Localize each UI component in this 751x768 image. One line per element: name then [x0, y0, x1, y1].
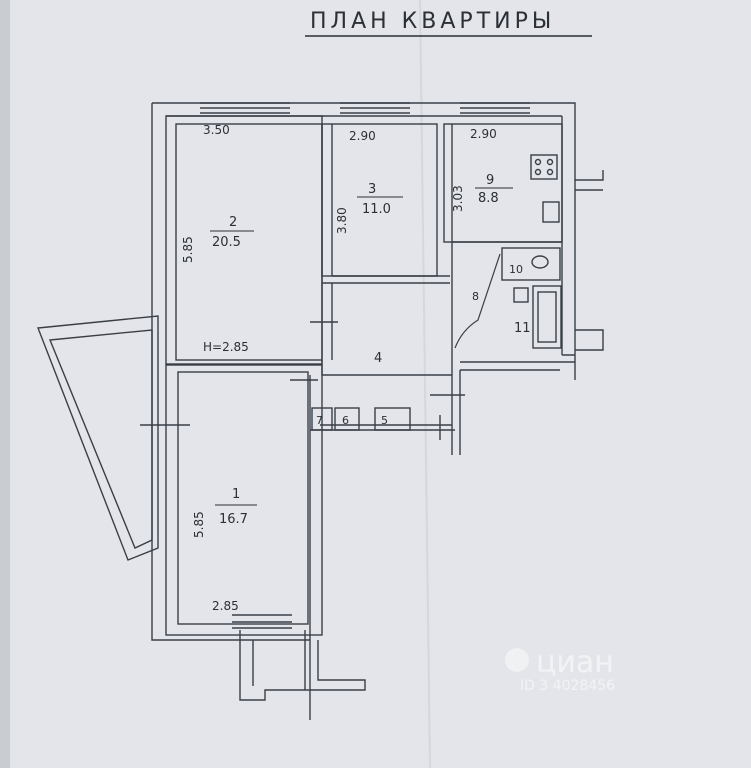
room-2-area: 20.5 [212, 235, 241, 250]
room-5-number: 5 [381, 414, 388, 427]
room-11-number: 11 [514, 321, 531, 336]
cian-logo-icon [505, 648, 529, 672]
closet-5 [374, 407, 411, 431]
stove-burner [534, 168, 542, 176]
room-6-number: 6 [342, 414, 349, 427]
washbasin [513, 287, 529, 303]
stove-burner [546, 158, 554, 166]
watermark-id: ID 3 4028456 [520, 678, 615, 694]
kitchen-sink [542, 201, 560, 223]
paper-sheet [10, 0, 751, 768]
stove [530, 154, 558, 180]
room-8-number: 8 [472, 290, 479, 303]
hall-wall-right [430, 370, 465, 455]
room-4-number: 4 [374, 351, 382, 366]
room-2-number: 2 [229, 215, 237, 230]
window-top-1 [200, 102, 290, 114]
wall-9-11 [451, 124, 562, 370]
stove-burner [546, 168, 554, 176]
room-1-area: 16.7 [219, 512, 248, 527]
room-2-length: 5.85 [181, 236, 195, 263]
bathtub [532, 285, 562, 349]
paper-fold [419, 0, 431, 768]
cian-watermark: циан ID 3 4028456 [505, 645, 615, 694]
room-1-length: 5.85 [192, 511, 206, 538]
walls [37, 102, 604, 720]
ceiling-height: H=2.85 [203, 340, 249, 354]
room-9-number: 9 [486, 173, 494, 188]
window-top-3 [460, 102, 530, 114]
room-1-width: 2.85 [212, 599, 239, 613]
window-bottom [232, 614, 292, 629]
loggia-bottom [239, 630, 366, 701]
balcony-left [37, 315, 159, 561]
bathtub-inner [537, 291, 557, 343]
door-mark [140, 321, 441, 440]
wall-3-4 [322, 124, 450, 284]
room-10-number: 10 [509, 263, 523, 276]
room-1-outline [165, 364, 323, 636]
window-top-2 [340, 102, 410, 114]
plan-title: ПЛАН КВАРТИРЫ [310, 9, 555, 34]
entrance-door-swing [454, 253, 501, 349]
room-9-length: 3.03 [451, 185, 465, 212]
stove-burner [534, 158, 542, 166]
room-1-inner [177, 371, 309, 625]
room-9-width: 2.90 [470, 127, 497, 141]
closet-6 [334, 407, 360, 431]
room-9-area: 8.8 [478, 191, 499, 206]
room-3-number: 3 [368, 182, 376, 197]
toilet-icon [531, 255, 549, 269]
room-7-number: 7 [316, 414, 323, 427]
room-3-area: 11.0 [362, 202, 391, 217]
room-3-width: 2.90 [349, 129, 376, 143]
watermark-brand: циан [536, 645, 614, 680]
room-1-number: 1 [232, 487, 240, 502]
room-3-length: 3.80 [335, 207, 349, 234]
room-2-width: 3.50 [203, 123, 230, 137]
toilet-room-outline [501, 247, 561, 281]
